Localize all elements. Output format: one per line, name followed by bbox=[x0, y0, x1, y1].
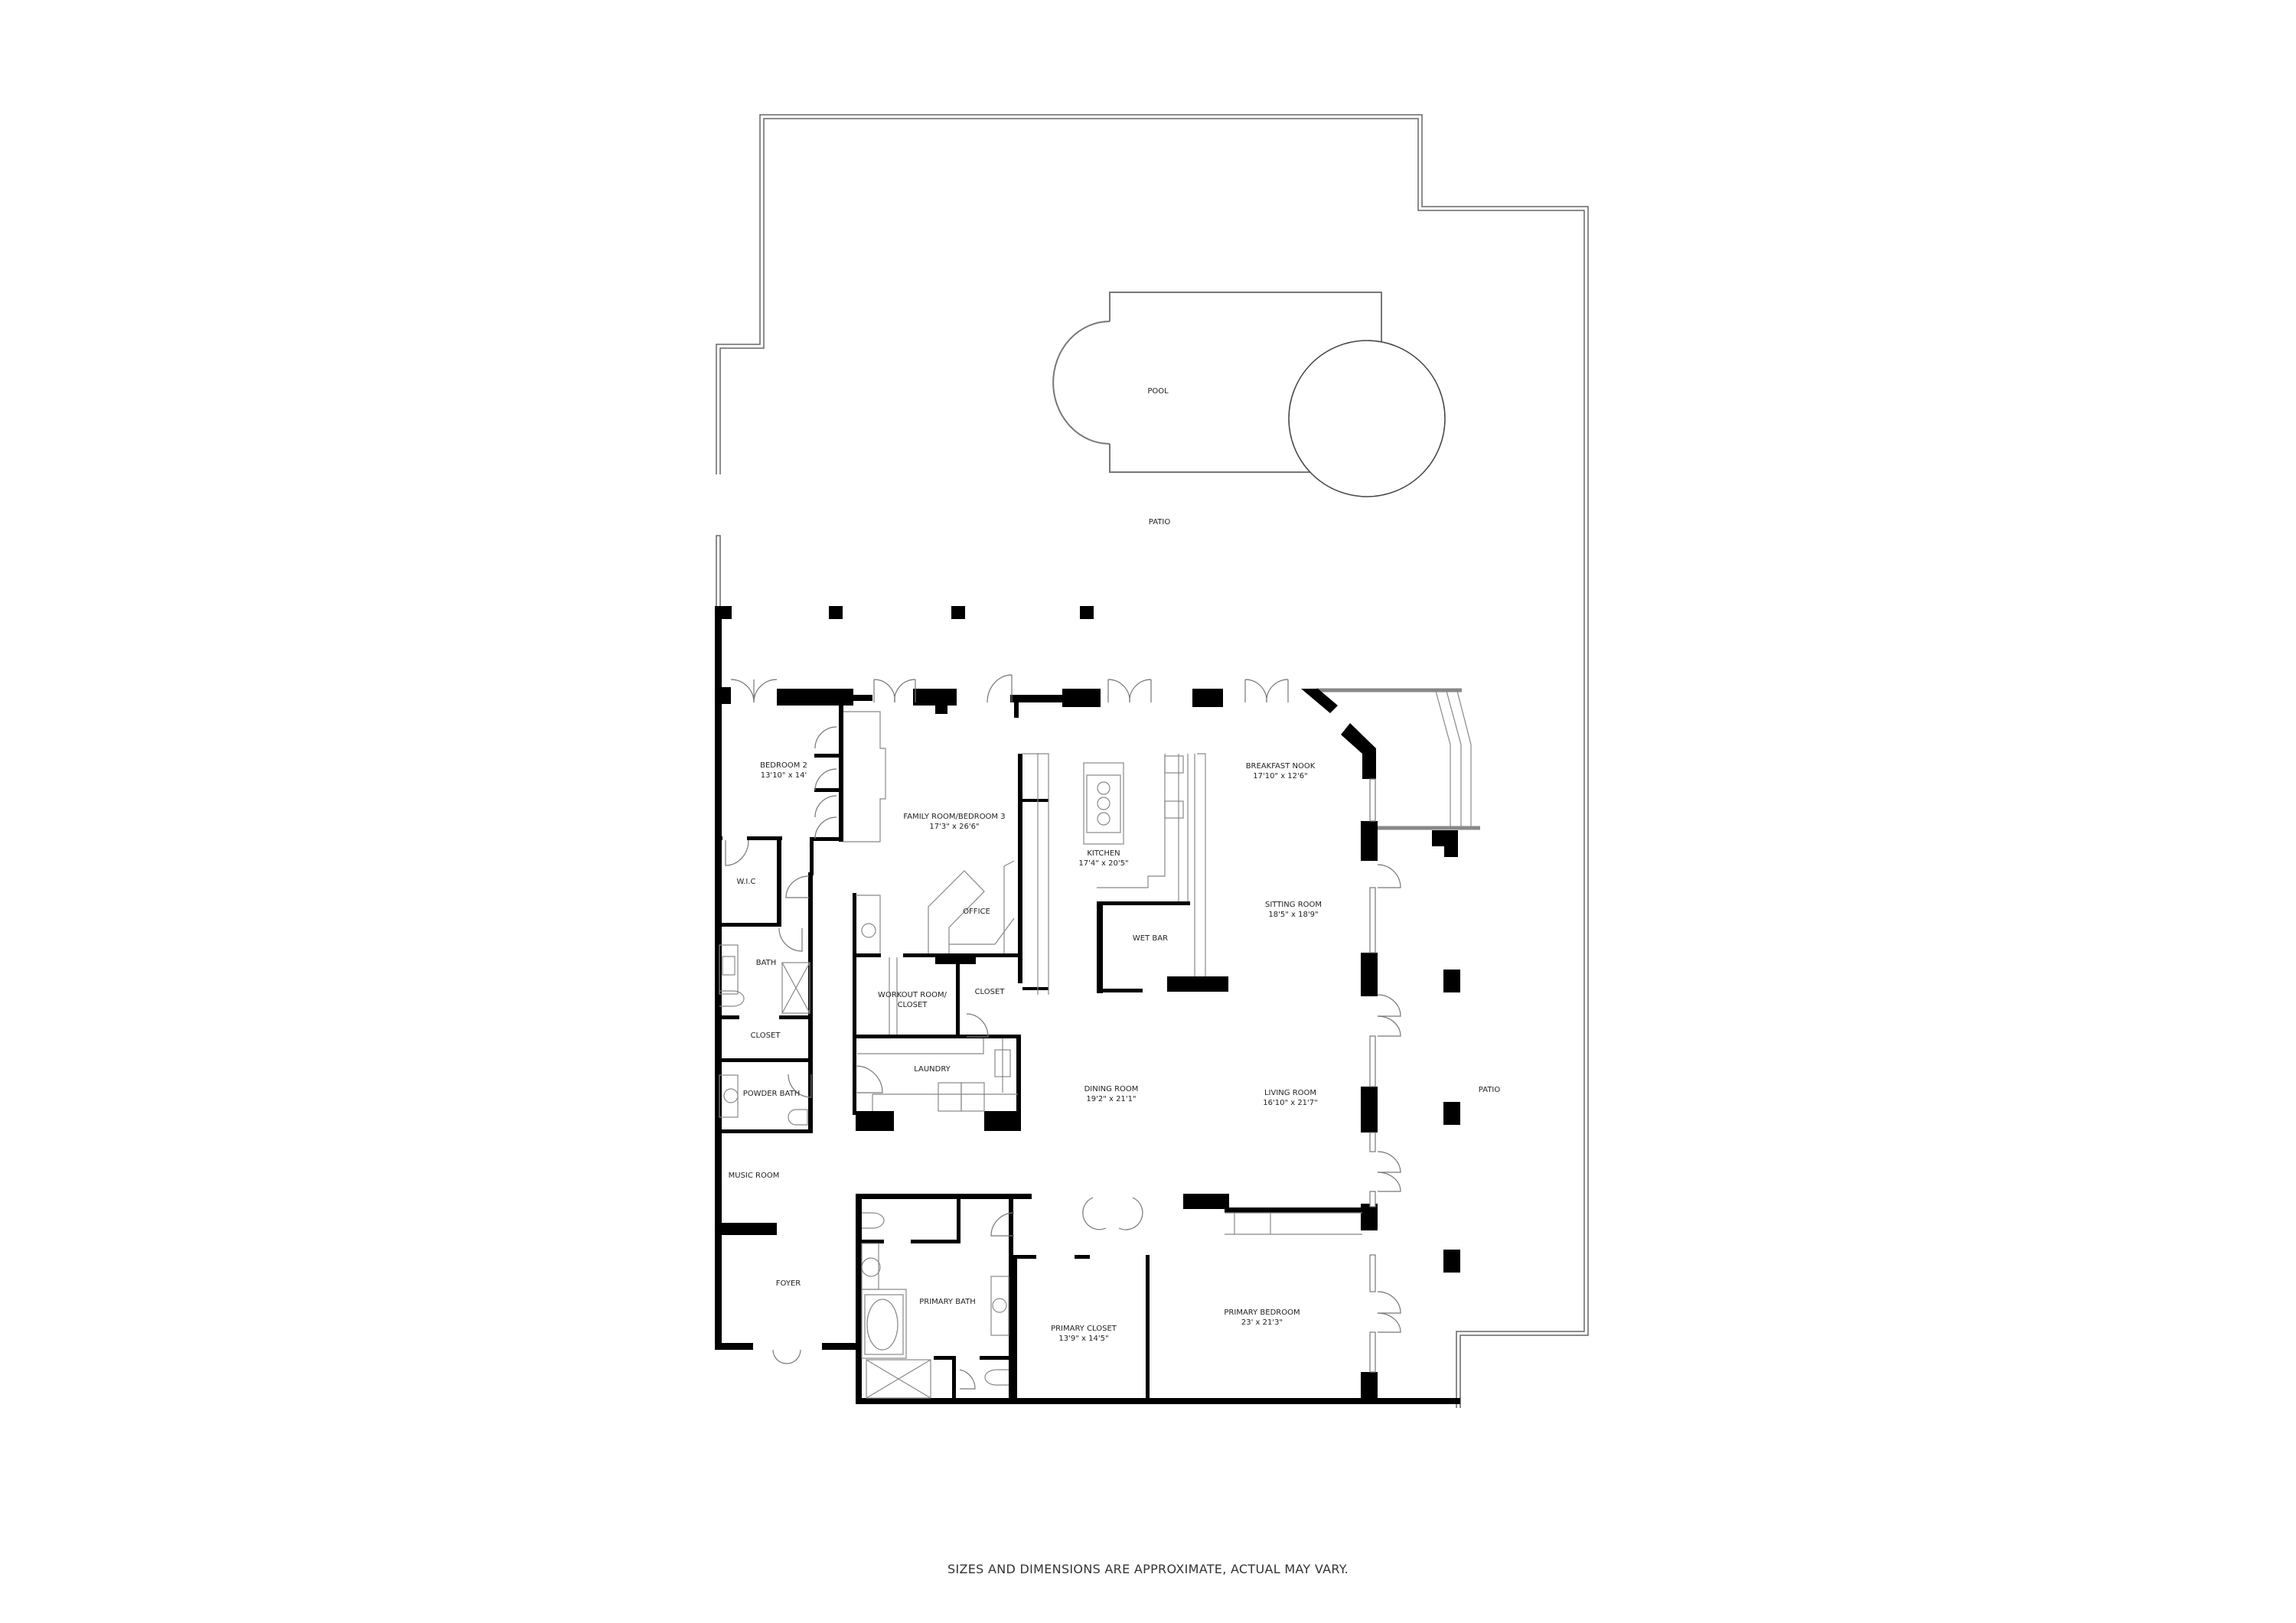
room-laundry: LAUNDRY bbox=[914, 1065, 951, 1074]
patio-columns bbox=[718, 606, 1460, 1273]
room-primary-bath: PRIMARY BATH bbox=[919, 1298, 976, 1306]
exterior-walls bbox=[715, 606, 1460, 1404]
pool-label: POOL bbox=[1147, 387, 1169, 396]
interior-walls bbox=[716, 704, 1362, 1404]
room-foyer: FOYER bbox=[775, 1279, 801, 1288]
room-closet-center: CLOSET bbox=[974, 988, 1005, 996]
room-office: OFFICE bbox=[963, 908, 990, 916]
room-wic: W.I.C bbox=[736, 878, 756, 886]
disclaimer-text: SIZES AND DIMENSIONS ARE APPROXIMATE, AC… bbox=[947, 1562, 1349, 1576]
doors bbox=[725, 674, 1401, 1390]
fixtures bbox=[719, 711, 1376, 1399]
pool-shape bbox=[1052, 292, 1446, 497]
room-closet-west: CLOSET bbox=[750, 1031, 781, 1040]
room-bath: BATH bbox=[755, 959, 777, 967]
room-powder-bath: POWDER BATH bbox=[742, 1090, 801, 1098]
room-wet-bar: WET BAR bbox=[1132, 934, 1169, 943]
nook-bay-lines bbox=[1316, 688, 1480, 830]
room-workout: WORKOUT ROOM/CLOSET bbox=[878, 991, 947, 1009]
patio-east-label: PATIO bbox=[1478, 1086, 1501, 1094]
room-music-room: MUSIC ROOM bbox=[728, 1172, 780, 1180]
patio-boundary bbox=[716, 114, 1589, 1408]
patio-north-label: PATIO bbox=[1148, 518, 1171, 526]
